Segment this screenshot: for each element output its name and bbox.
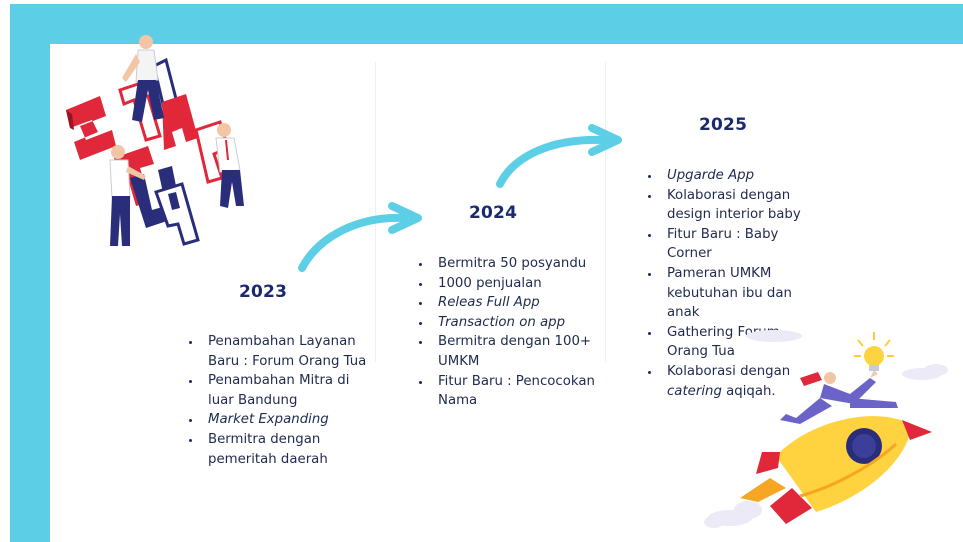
lightbulb-icon bbox=[854, 332, 894, 371]
list-item: Bermitra dengan pemeritah daerah bbox=[202, 430, 372, 469]
frame-top-bar bbox=[10, 4, 963, 44]
person-left bbox=[109, 145, 146, 246]
businessman-flying bbox=[780, 370, 898, 424]
year-heading-2025: 2025 bbox=[699, 115, 748, 135]
list-item: Kolaborasi dengan catering aqiqah. bbox=[661, 362, 821, 401]
milestone-list-2024: Bermitra 50 posyandu 1000 penjualan Rele… bbox=[418, 254, 597, 411]
milestone-list-2025: Upgarde App Kolaborasi dengan design int… bbox=[647, 166, 821, 401]
list-item: 1000 penjualan bbox=[432, 274, 597, 294]
list-item: Bermitra 50 posyandu bbox=[432, 254, 597, 274]
arrow-2024-to-2025 bbox=[496, 124, 622, 188]
rocket-icon bbox=[740, 416, 932, 524]
milestone-list-2023: Penambahan Layanan Baru : Forum Orang Tu… bbox=[188, 332, 372, 469]
frame-left-bar bbox=[10, 4, 50, 542]
list-item: Fitur Baru : Pencocokan Nama bbox=[432, 372, 597, 411]
list-item: Fitur Baru : Baby Corner bbox=[661, 225, 821, 264]
list-item: Transaction on app bbox=[432, 313, 597, 333]
list-item: Market Expanding bbox=[202, 410, 372, 430]
rocket-illustration bbox=[704, 330, 948, 528]
person-right bbox=[215, 123, 244, 208]
list-item: Penambahan Mitra di luar Bandung bbox=[202, 371, 372, 410]
list-item: Releas Full App bbox=[432, 293, 597, 313]
year-heading-2024: 2024 bbox=[469, 203, 518, 223]
arrow-2023-to-2024 bbox=[298, 202, 422, 272]
column-divider bbox=[605, 62, 606, 362]
list-item: Kolaborasi dengan design interior baby bbox=[661, 186, 821, 225]
list-item: Penambahan Layanan Baru : Forum Orang Tu… bbox=[202, 332, 372, 371]
startup-letters bbox=[66, 57, 230, 246]
list-item: Pameran UMKM kebutuhan ibu dan anak bbox=[661, 264, 821, 323]
column-divider bbox=[375, 62, 376, 362]
startup-illustration bbox=[66, 35, 244, 246]
cloud-icon bbox=[704, 330, 948, 528]
list-item: Bermitra dengan 100+ UMKM bbox=[432, 332, 597, 371]
list-item: Upgarde App bbox=[661, 166, 821, 186]
year-heading-2023: 2023 bbox=[239, 282, 288, 302]
person-on-top bbox=[122, 35, 164, 122]
